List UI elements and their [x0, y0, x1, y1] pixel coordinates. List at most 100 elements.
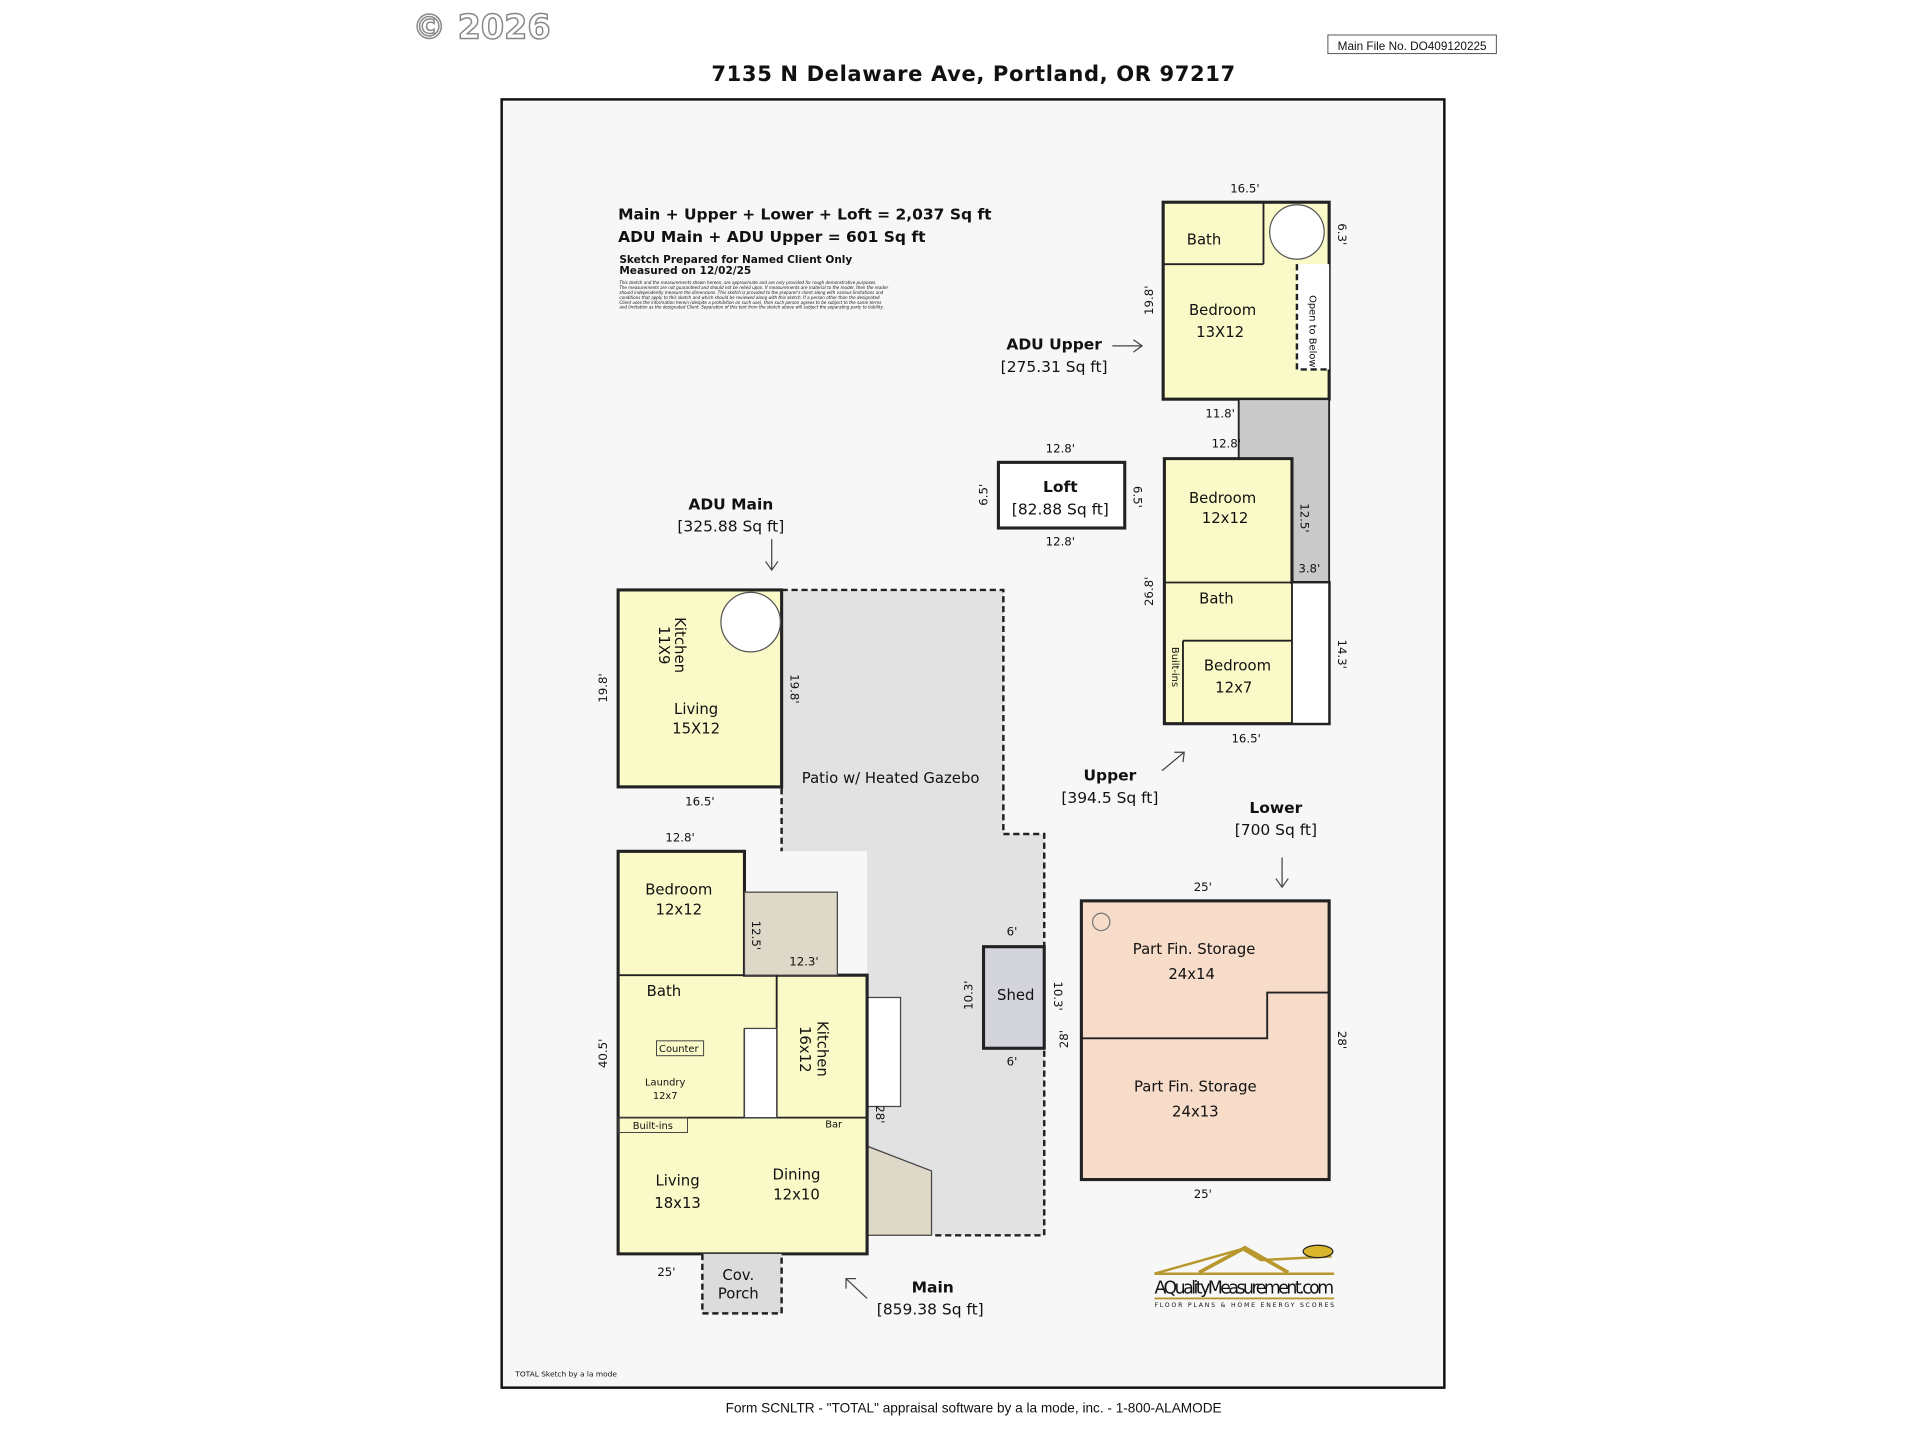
area-sqft: [859.38 Sq ft]: [877, 1301, 984, 1319]
arrow-icon: [765, 539, 779, 572]
room-size: 24x14: [1168, 965, 1215, 983]
room-size: 12x12: [656, 900, 703, 918]
dimension: 40.5': [596, 1039, 610, 1068]
room-label: Bar: [825, 1120, 843, 1131]
room-label: Kitchen: [814, 1021, 832, 1077]
summary-date: Measured on 12/02/25: [619, 265, 751, 277]
dimension: 28': [1057, 1030, 1071, 1048]
logo-tagline: FLOOR PLANS & HOME ENERGY SCORES: [1154, 1302, 1334, 1309]
dimension: 14.3': [1335, 639, 1349, 668]
file-number: Main File No. DO409120225: [1338, 40, 1487, 53]
summary-client: Sketch Prepared for Named Client Only: [619, 254, 852, 266]
area-sqft: [394.5 Sq ft]: [1061, 789, 1158, 807]
dimension: 10.3': [1051, 981, 1065, 1010]
room-size: 12x10: [773, 1185, 820, 1203]
loft-plan: Loft [82.88 Sq ft] 12.8' 12.8' 6.5' 6.5': [976, 441, 1144, 548]
shed-plan: Shed 6' 6' 10.3' 10.3': [961, 925, 1065, 1069]
disclaimer-line: conditions that apply to this sketch and…: [619, 295, 880, 300]
room-label: Counter: [659, 1044, 699, 1055]
page-title: 7135 N Delaware Ave, Portland, OR 97217: [711, 61, 1235, 86]
room-label: Open to Below: [1306, 295, 1317, 367]
disclaimer-line: should independently measure the dimensi…: [619, 290, 883, 295]
room-label: Patio w/ Heated Gazebo: [802, 769, 980, 787]
room-label: Bath: [1199, 590, 1234, 608]
dimension: 6.5': [976, 484, 990, 506]
adu-upper-plan: Bath Bedroom 13X12 Open to Below 16.5' 6…: [1142, 181, 1349, 420]
dimension: 10.3': [961, 980, 975, 1009]
dimension: 12.5': [749, 921, 763, 950]
dimension: 16.5': [1230, 181, 1259, 195]
room-label: Built-ins: [633, 1121, 673, 1132]
room-label: Bath: [1187, 230, 1222, 248]
dimension: 19.8': [596, 673, 610, 702]
dimension: 16.5': [1231, 731, 1260, 745]
arrow-icon: [1161, 751, 1185, 772]
stair-icon: [1291, 581, 1331, 725]
room-label: Bedroom: [1189, 489, 1256, 507]
room-label: Kitchen: [671, 617, 689, 673]
room-label: Part Fin. Storage: [1133, 940, 1256, 958]
area-name: ADU Main: [688, 495, 773, 513]
area-sqft: [700 Sq ft]: [1235, 821, 1317, 839]
area-name: Upper: [1083, 767, 1136, 785]
dimension: 6.5': [1130, 486, 1144, 508]
dimension: 16.5': [685, 794, 714, 808]
area-sqft: [82.88 Sq ft]: [1012, 500, 1109, 518]
file-number-box: [1327, 34, 1497, 55]
dimension: 12.8': [1046, 534, 1075, 548]
room-size: 16x12: [796, 1026, 814, 1073]
dimension: 26.8': [1142, 577, 1156, 606]
disclaimer-line: The measurements are not guaranteed and …: [619, 285, 888, 290]
dimension: 12.8': [1212, 436, 1241, 450]
summary-block: Main + Upper + Lower + Loft = 2,037 Sq f…: [618, 206, 992, 310]
room-label: Bedroom: [1204, 656, 1271, 674]
dimension: 12.8': [665, 830, 694, 844]
dimension: 25': [1194, 1187, 1212, 1201]
room-label: Bath: [647, 982, 682, 1000]
room-size: 11X9: [655, 626, 673, 665]
room-label: Living: [655, 1172, 699, 1190]
deck-stair: [743, 891, 838, 976]
dimension: 19.8': [787, 674, 801, 703]
spiral-stair-icon: [1269, 204, 1325, 260]
disclaimer-line: This sketch and the measurements shown h…: [619, 280, 876, 285]
dimension: 28': [1335, 1031, 1349, 1049]
room-label: Living: [674, 700, 718, 718]
dimension: 25': [657, 1265, 675, 1279]
sketch-credit: TOTAL Sketch by a la mode: [514, 1370, 617, 1379]
dimension: 6.3': [1335, 223, 1349, 245]
room-label: Bedroom: [1189, 301, 1256, 319]
room-label: Laundry: [645, 1077, 685, 1088]
area-name: Lower: [1249, 799, 1302, 817]
room-size: 15X12: [672, 720, 720, 738]
room-label: Part Fin. Storage: [1134, 1078, 1257, 1096]
stair-icon: [743, 1027, 778, 1119]
room-size: 18x13: [654, 1194, 701, 1212]
copyright-watermark: © 2026: [412, 8, 550, 47]
upper-plan: Bedroom 12x12 Bath Built-ins Bedroom 12x…: [1142, 436, 1349, 745]
dimension: 12.3': [789, 954, 818, 968]
dimension: 25': [1194, 880, 1212, 894]
logo-text: AQualityMeasurement.com: [1154, 1279, 1334, 1299]
area-name: ADU Upper: [1006, 336, 1102, 354]
company-logo: AQualityMeasurement.com FLOOR PLANS & HO…: [1154, 1244, 1334, 1309]
room-label: Dining: [773, 1166, 821, 1184]
area-sqft: [325.88 Sq ft]: [677, 518, 784, 536]
arrow-icon: [1112, 339, 1144, 353]
dimension: 28': [873, 1105, 887, 1123]
dimension: 6': [1007, 1055, 1018, 1069]
spiral-stair-icon: [720, 591, 782, 653]
disclaimer-line: Client uses the information herein (desp…: [619, 300, 882, 305]
form-footer: Form SCNLTR - "TOTAL" appraisal software…: [726, 1400, 1222, 1415]
arrow-icon: [1275, 857, 1289, 889]
dimension: 19.8': [1142, 286, 1156, 315]
arrow-icon: [845, 1278, 868, 1299]
lower-plan: Part Fin. Storage 24x14 Part Fin. Storag…: [1057, 880, 1349, 1201]
area-name: Main: [912, 1278, 954, 1296]
dimension: 6': [1007, 925, 1018, 939]
dimension: 3.8': [1298, 562, 1320, 576]
main-plan: Bedroom 12x12 Bath Counter Laundry 12x7 …: [596, 830, 887, 1315]
room-label: Cov.: [722, 1266, 754, 1284]
room-label: Shed: [997, 986, 1034, 1004]
room-label: Bedroom: [645, 881, 712, 899]
